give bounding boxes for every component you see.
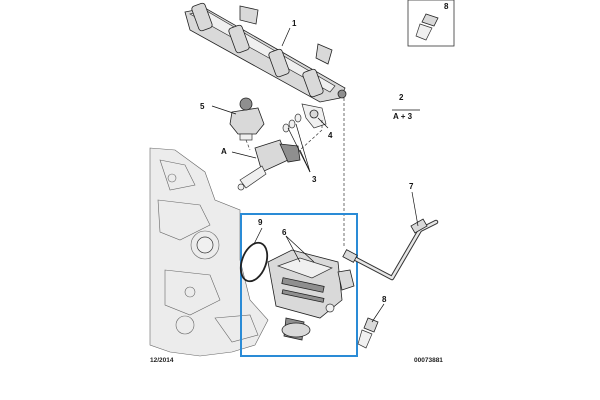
callout-7: 7	[409, 182, 414, 191]
callout-a: A	[221, 147, 227, 156]
callout-1: 1	[292, 19, 297, 28]
callout-3: 3	[312, 175, 317, 184]
footer-reference-number: 00073881	[414, 357, 443, 364]
o-ring	[239, 241, 269, 283]
callout-4: 4	[328, 131, 333, 140]
callout-8-inset: 8	[444, 2, 449, 11]
engine-block	[149, 147, 269, 357]
retaining-clip	[301, 103, 327, 129]
inset-bolt-detail	[407, 0, 455, 47]
assembly-guide-lines	[245, 98, 345, 248]
injector	[237, 139, 301, 191]
callout-8: 8	[382, 295, 387, 304]
footer-date: 12/2014	[150, 357, 174, 364]
pressure-sensor	[229, 97, 265, 141]
callout-5: 5	[200, 102, 205, 111]
seal-rings	[282, 113, 302, 133]
callout-2-subtitle: A + 3	[393, 112, 413, 121]
fuel-rail	[184, 2, 347, 103]
leader-lines	[211, 27, 420, 323]
high-pressure-pump	[267, 249, 355, 341]
high-pressure-pipe	[342, 218, 439, 281]
callout-9: 9	[258, 218, 263, 227]
callout-6: 6	[282, 228, 287, 237]
callout-2: 2	[399, 93, 404, 102]
highlight-box	[240, 213, 358, 357]
pump-bolt	[357, 317, 379, 349]
